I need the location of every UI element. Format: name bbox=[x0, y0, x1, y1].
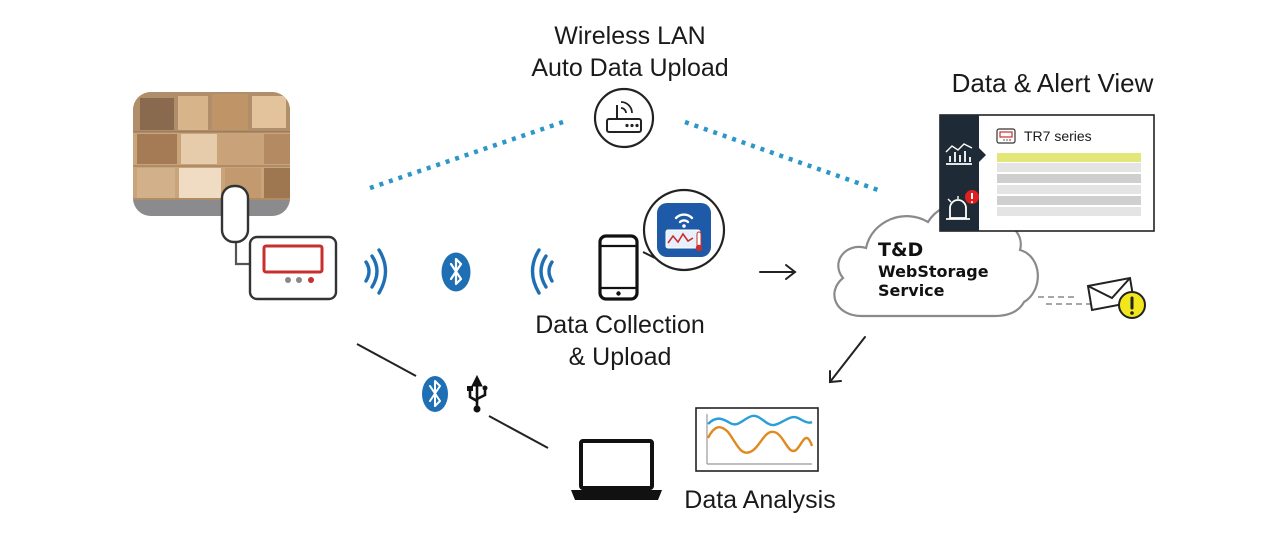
router-icon bbox=[593, 87, 655, 149]
laptop-icon bbox=[571, 439, 662, 500]
cloud-label-line2: WebStorage bbox=[878, 262, 989, 281]
wlan-link-right bbox=[684, 119, 879, 193]
smartphone-icon bbox=[598, 234, 639, 301]
data-analysis-label: Data Analysis bbox=[684, 486, 836, 514]
bluetooth-small-icon bbox=[422, 376, 448, 412]
data-collection-line1: Data Collection bbox=[535, 311, 705, 339]
app-icon bbox=[642, 188, 726, 272]
alarm-icon bbox=[946, 190, 979, 220]
usb-icon bbox=[467, 374, 488, 413]
data-table-rows bbox=[997, 153, 1141, 216]
graph-thumbnail bbox=[695, 407, 819, 472]
bluetooth-icon bbox=[441, 252, 471, 292]
bar-chart-icon bbox=[945, 143, 973, 165]
web-panel bbox=[939, 114, 1155, 232]
direct-connection bbox=[356, 343, 549, 449]
connection-line-lower bbox=[488, 415, 549, 449]
wlan-link-left bbox=[369, 119, 564, 191]
web-panel-title: TR7 series bbox=[1024, 128, 1092, 144]
signal-waves-phone-icon bbox=[530, 248, 554, 295]
wireless-lan-line1: Wireless LAN bbox=[554, 22, 706, 50]
email-alert-icon bbox=[1038, 276, 1146, 319]
data-logger-device bbox=[220, 184, 338, 301]
cloud-label-line3: Service bbox=[878, 281, 945, 300]
connection-line-upper bbox=[356, 343, 417, 377]
upload-arrow bbox=[759, 264, 797, 280]
download-arrow bbox=[829, 336, 866, 384]
data-collection-label: Data Collection & Upload bbox=[515, 309, 725, 373]
wireless-lan-line2: Auto Data Upload bbox=[531, 54, 729, 82]
wireless-lan-label: Wireless LAN Auto Data Upload bbox=[510, 20, 750, 84]
signal-waves-icon bbox=[364, 248, 388, 295]
wireless-lan-links bbox=[369, 119, 879, 193]
cloud-label-line1: T&D bbox=[878, 239, 924, 261]
device-mini-icon bbox=[996, 128, 1016, 144]
data-alert-view-label: Data & Alert View bbox=[951, 68, 1154, 98]
data-collection-line2: & Upload bbox=[568, 343, 672, 371]
warehouse-photo bbox=[133, 92, 290, 216]
